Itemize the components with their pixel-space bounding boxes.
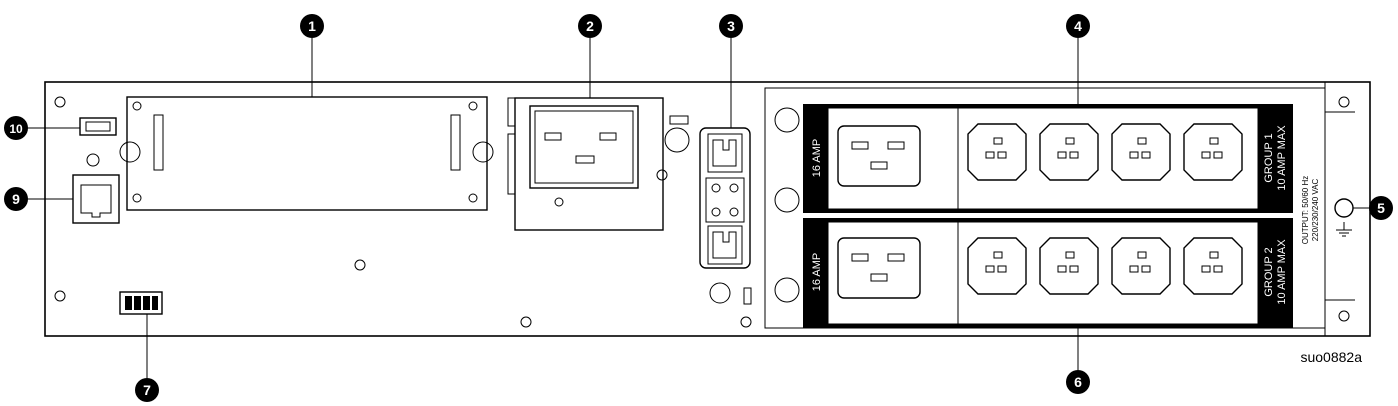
callout-1: 1 — [300, 14, 324, 38]
mounting-holes — [54, 96, 1350, 328]
input-inlet — [507, 97, 690, 231]
label-16amp-bottom: 16 AMP — [811, 253, 823, 292]
usb-port — [79, 117, 117, 136]
callout-leaders — [26, 38, 1370, 378]
label-group2-line2: 10 AMP MAX — [1276, 239, 1288, 305]
svg-text:6: 6 — [1074, 374, 1082, 390]
label-group1-line1: GROUP 1 — [1263, 133, 1275, 182]
callout-5: 5 — [1369, 196, 1393, 220]
label-group1-line2: 10 AMP MAX — [1276, 125, 1288, 191]
dip-switches — [119, 291, 163, 315]
callout-7: 7 — [135, 378, 159, 402]
callout-10: 10 — [4, 116, 28, 140]
label-16amp-top: 16 AMP — [811, 139, 823, 178]
svg-text:10: 10 — [9, 122, 23, 136]
battery-connector-plate — [119, 96, 494, 211]
callout-9: 9 — [4, 187, 28, 211]
callout-3: 3 — [719, 14, 743, 38]
output-spec-line1: OUTPUT: 50/60 Hz — [1301, 176, 1310, 244]
svg-text:4: 4 — [1074, 18, 1082, 34]
svg-text:9: 9 — [12, 191, 20, 207]
svg-text:2: 2 — [586, 18, 594, 34]
output-spec-line2: 220/230/240 VAC — [1311, 179, 1320, 242]
outlet-16a-top — [837, 125, 921, 187]
callout-6: 6 — [1066, 370, 1090, 394]
svg-text:1: 1 — [308, 18, 316, 34]
callout-4: 4 — [1066, 14, 1090, 38]
svg-text:5: 5 — [1377, 200, 1385, 216]
callout-2: 2 — [578, 14, 602, 38]
outlet-16a-bottom — [837, 237, 921, 299]
label-group2-line1: GROUP 2 — [1263, 247, 1275, 296]
figure-id: suo0882a — [1300, 349, 1362, 365]
svg-text:3: 3 — [727, 18, 735, 34]
svg-text:7: 7 — [143, 382, 151, 398]
circuit-breakers — [699, 127, 752, 305]
